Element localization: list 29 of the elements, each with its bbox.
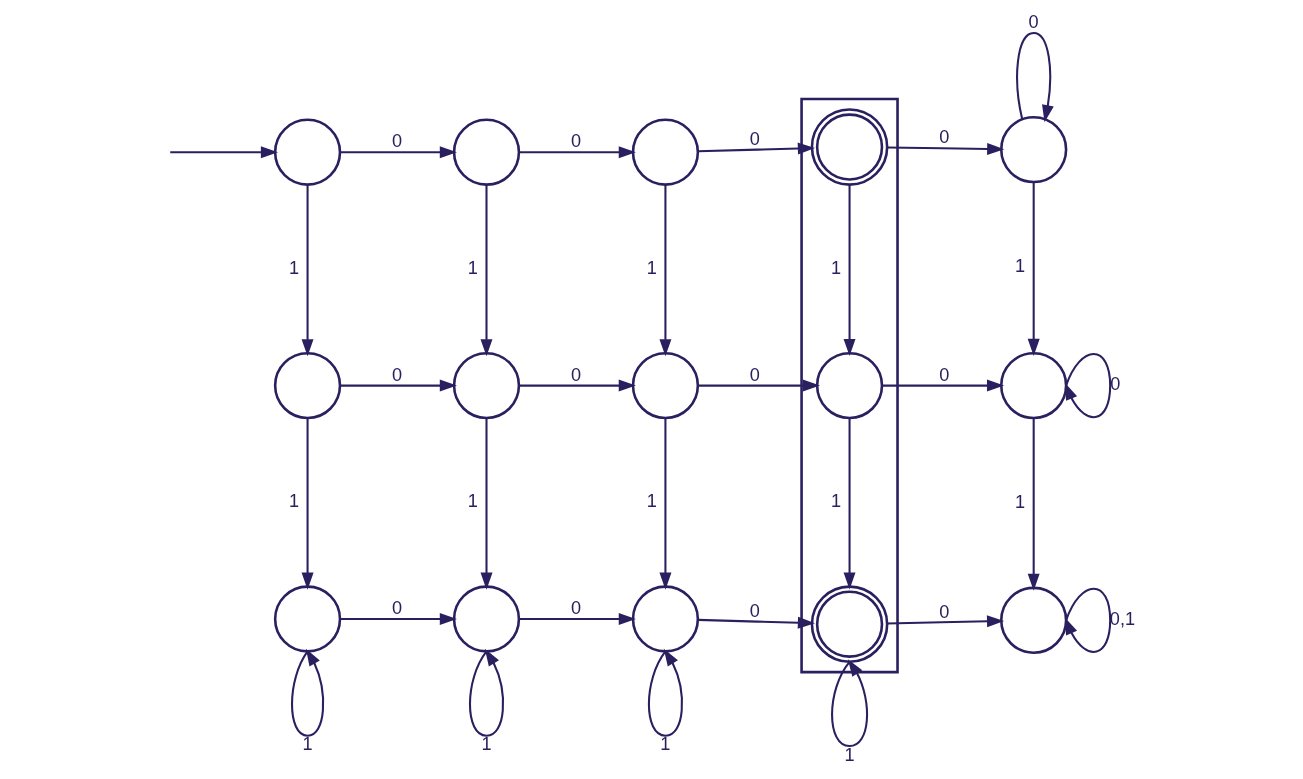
edge-label: 1 (646, 257, 657, 278)
edge-label: 0 (1109, 374, 1120, 395)
edge-label: 0 (938, 601, 949, 622)
edge-label: 1 (830, 257, 841, 278)
edge-label: 1 (467, 491, 478, 512)
edge-label: 0,1 (1109, 609, 1135, 630)
edge-label: 1 (288, 257, 299, 278)
edge-label: 1 (288, 491, 299, 512)
edge-label: 1 (844, 744, 855, 765)
edge-label: 0 (391, 598, 402, 619)
edge-label: 0 (749, 128, 760, 149)
edge-label: 0 (391, 364, 402, 385)
edge-label: 1 (830, 491, 841, 512)
edge-label: 1 (1014, 256, 1025, 277)
edge-label: 0 (570, 131, 581, 152)
edge-label: 1 (659, 734, 670, 755)
edge-label: 0 (1028, 12, 1039, 32)
edge-label: 0 (570, 364, 581, 385)
edge-label: 0 (938, 127, 949, 148)
edge-label: 0 (749, 364, 760, 385)
edge-label: 0 (749, 600, 760, 621)
edge-label: 1 (1014, 491, 1025, 512)
edge-label: 1 (467, 257, 478, 278)
edge-label: 1 (302, 734, 313, 755)
edge-label: 0 (570, 598, 581, 619)
edge-label: 0 (938, 364, 949, 385)
edge-label: 1 (480, 734, 492, 755)
edge-label: 1 (646, 491, 657, 512)
edge-label: 0 (391, 131, 402, 152)
